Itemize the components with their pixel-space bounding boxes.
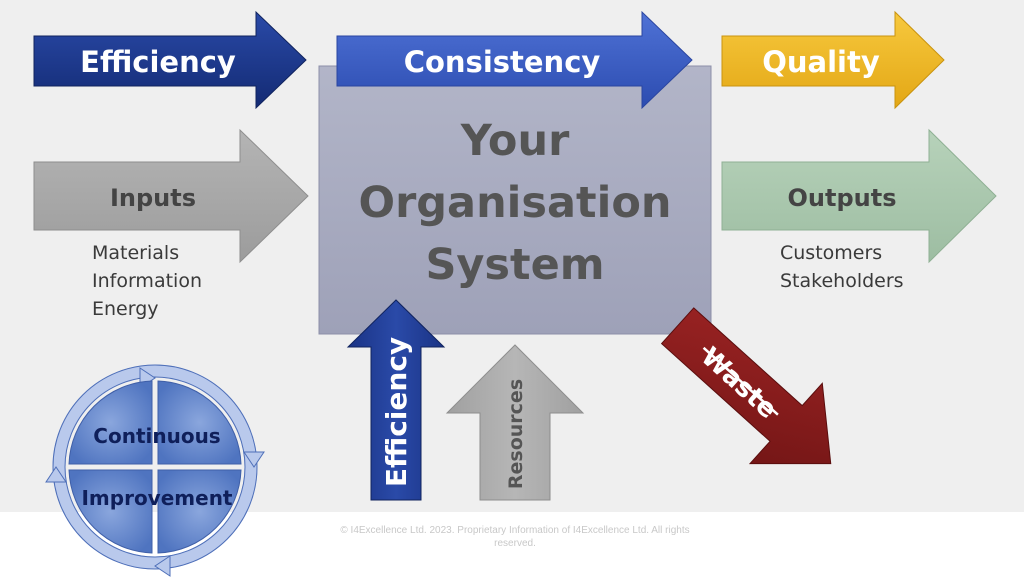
efficiency-top-label: Efficiency xyxy=(80,45,236,79)
quality-arrow: Quality xyxy=(721,10,945,110)
cycle-quadrant-bottom-left xyxy=(68,469,153,554)
cycle-arrowhead-bottom xyxy=(154,555,171,577)
continuous-label: Continuous xyxy=(93,424,220,448)
cycle-ring-outline xyxy=(52,364,258,570)
improvement-label: Improvement xyxy=(81,486,232,510)
inputs-list: Materials Information Energy xyxy=(92,239,202,323)
cycle-ring-inner-outline xyxy=(64,376,246,558)
efficiency-up-label: Efficiency xyxy=(380,337,413,487)
inputs-item-information: Information xyxy=(92,270,202,292)
efficiency-up-arrow: Efficiency xyxy=(346,299,446,501)
waste-strikethrough xyxy=(702,346,779,416)
efficiency-top-arrow: Efficiency xyxy=(33,10,307,110)
resources-label: Resources xyxy=(505,379,527,489)
cycle-quadrant-top-right xyxy=(157,380,242,465)
system-title-line2: Organisation xyxy=(359,178,672,228)
outputs-arrow: Outputs xyxy=(721,128,997,264)
organisation-system-box xyxy=(318,65,712,335)
continuous-improvement-cycle: Continuous Improvement xyxy=(45,364,265,577)
inputs-arrow: Inputs xyxy=(33,128,309,264)
outputs-label: Outputs xyxy=(788,184,897,212)
outputs-item-customers: Customers xyxy=(780,242,883,264)
cycle-quadrant-top-left xyxy=(68,380,153,465)
cycle-quadrant-bottom-right xyxy=(157,469,242,554)
resources-up-arrow: Resources xyxy=(445,344,585,501)
cycle-arrowhead-right xyxy=(243,451,265,468)
inputs-label: Inputs xyxy=(110,184,196,212)
consistency-label: Consistency xyxy=(404,45,601,79)
outputs-list: Customers Stakeholders xyxy=(780,239,904,295)
consistency-arrow: Consistency xyxy=(336,10,693,110)
cycle-ring xyxy=(52,364,258,570)
quality-label: Quality xyxy=(762,45,880,79)
copyright-footer: © I4Excellence Ltd. 2023. Proprietary In… xyxy=(340,525,690,549)
outputs-item-stakeholders: Stakeholders xyxy=(780,270,904,292)
inputs-item-energy: Energy xyxy=(92,298,159,320)
inputs-item-materials: Materials xyxy=(92,242,180,264)
system-title-line1: Your xyxy=(460,116,570,166)
system-title-line3: System xyxy=(425,240,604,290)
cycle-arrowhead-left xyxy=(45,466,67,483)
